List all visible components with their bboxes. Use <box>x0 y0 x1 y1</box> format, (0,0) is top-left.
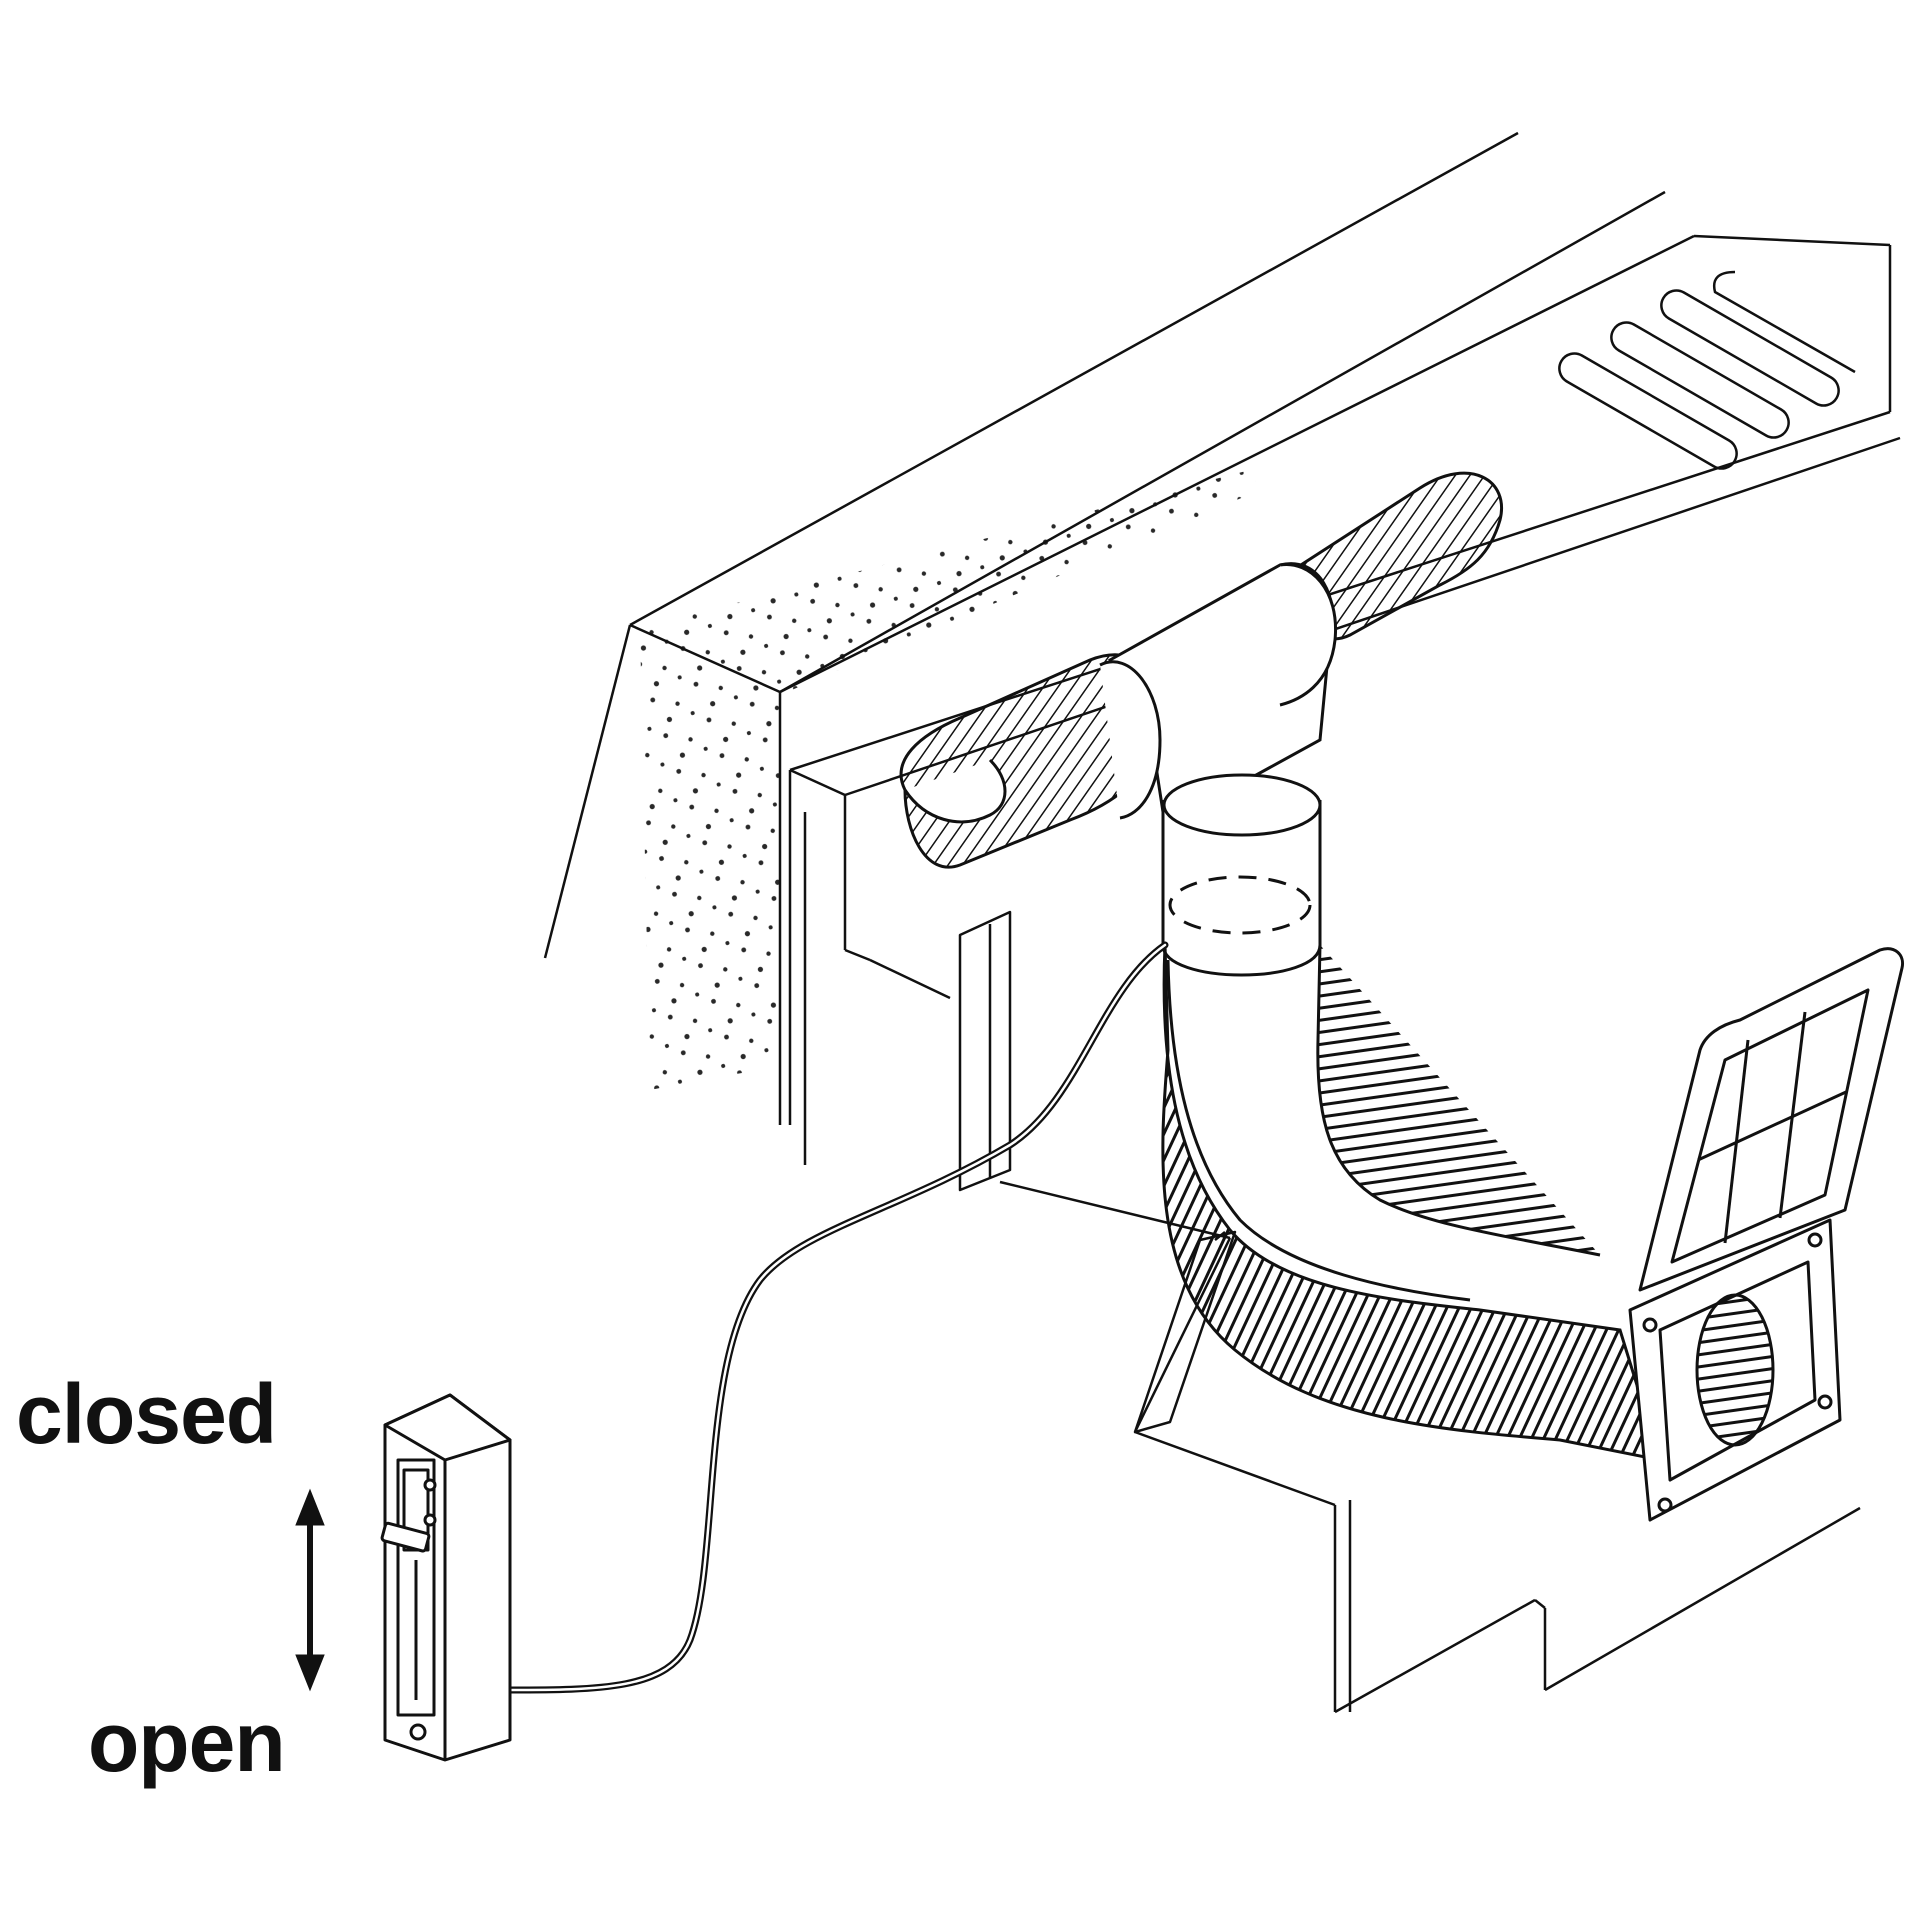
flex-hose <box>1161 944 1663 1462</box>
double-headed-vertical-arrow-icon <box>295 1488 325 1692</box>
insulation-top-texture <box>640 470 1260 695</box>
t-connector <box>1099 562 1338 977</box>
insulation-texture <box>640 628 780 1090</box>
open-label: open <box>88 1695 286 1789</box>
closed-label: closed <box>16 1367 277 1461</box>
grille-flap <box>1638 947 1905 1292</box>
vent-slots <box>1558 270 1856 470</box>
control-switch <box>380 1393 512 1762</box>
control-cable <box>501 941 1169 1694</box>
wall-grille <box>1628 1218 1842 1522</box>
